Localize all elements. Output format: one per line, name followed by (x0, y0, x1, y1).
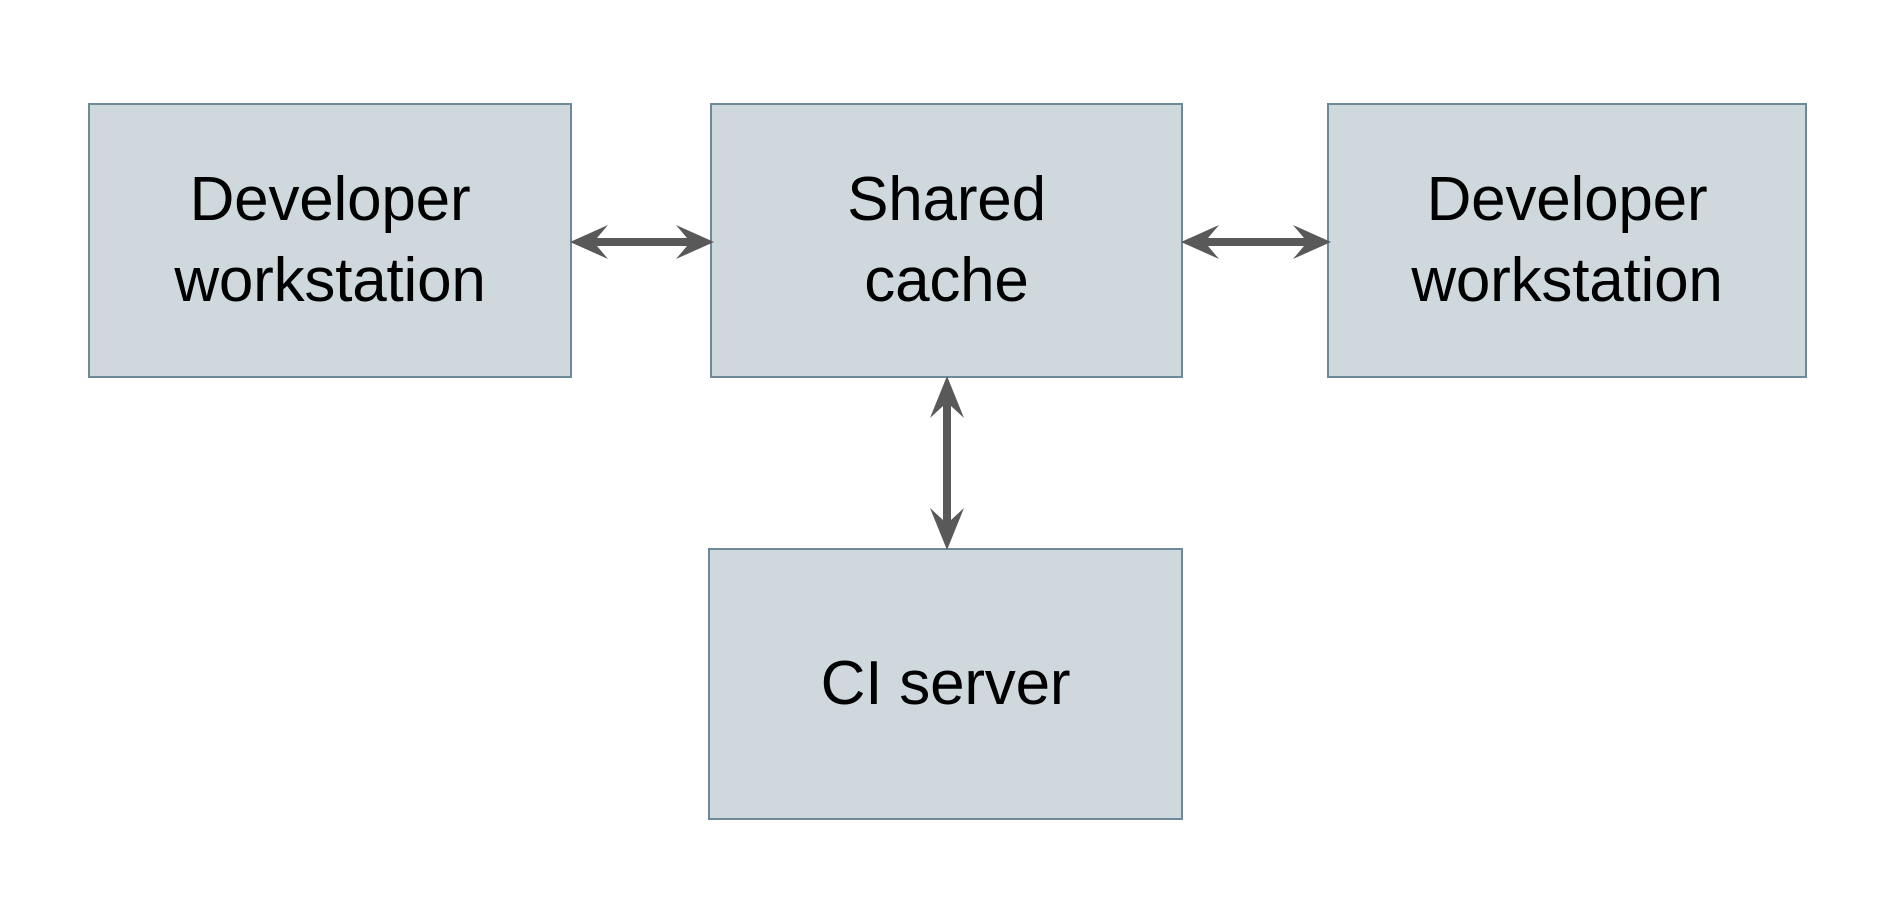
edge-shared-cache-to-dev-right[interactable] (1179, 212, 1333, 272)
arrow-head-right-icon (1293, 225, 1331, 259)
arrow-shaft-icon (943, 398, 951, 528)
arrow-shaft-icon (590, 238, 694, 246)
arrow-head-left-icon (1181, 225, 1219, 259)
arrow-head-up-icon (930, 376, 964, 418)
node-shared-cache[interactable]: Shared cache (710, 103, 1183, 378)
node-ci-server[interactable]: CI server (708, 548, 1183, 820)
node-label-developer-workstation-right: Developer workstation (1411, 164, 1723, 315)
node-label-shared-cache: Shared cache (847, 164, 1046, 315)
arrow-shaft-icon (1201, 238, 1311, 246)
edge-shared-cache-to-ci-server[interactable] (917, 374, 977, 552)
node-label-ci-server: CI server (820, 648, 1071, 718)
arrow-head-left-icon (570, 225, 608, 259)
arrow-head-right-icon (676, 225, 714, 259)
node-developer-workstation-left[interactable]: Developer workstation (88, 103, 572, 378)
edge-dev-left-to-shared-cache[interactable] (568, 212, 716, 272)
node-developer-workstation-right[interactable]: Developer workstation (1327, 103, 1807, 378)
node-label-developer-workstation-left: Developer workstation (174, 164, 486, 315)
arrow-head-down-icon (930, 508, 964, 550)
